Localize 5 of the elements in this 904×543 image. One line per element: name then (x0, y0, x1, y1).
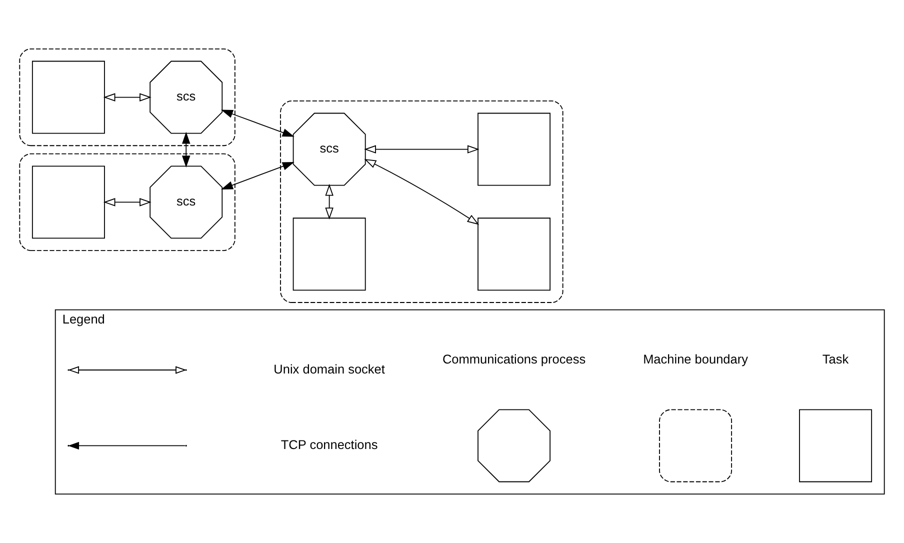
legend-label: Unix domain socket (274, 361, 385, 376)
legend-label: TCP connections (280, 437, 378, 452)
node-label: Task (822, 351, 849, 366)
node-label: Communications process (442, 351, 586, 366)
node-label: Machine boundary (643, 351, 748, 366)
